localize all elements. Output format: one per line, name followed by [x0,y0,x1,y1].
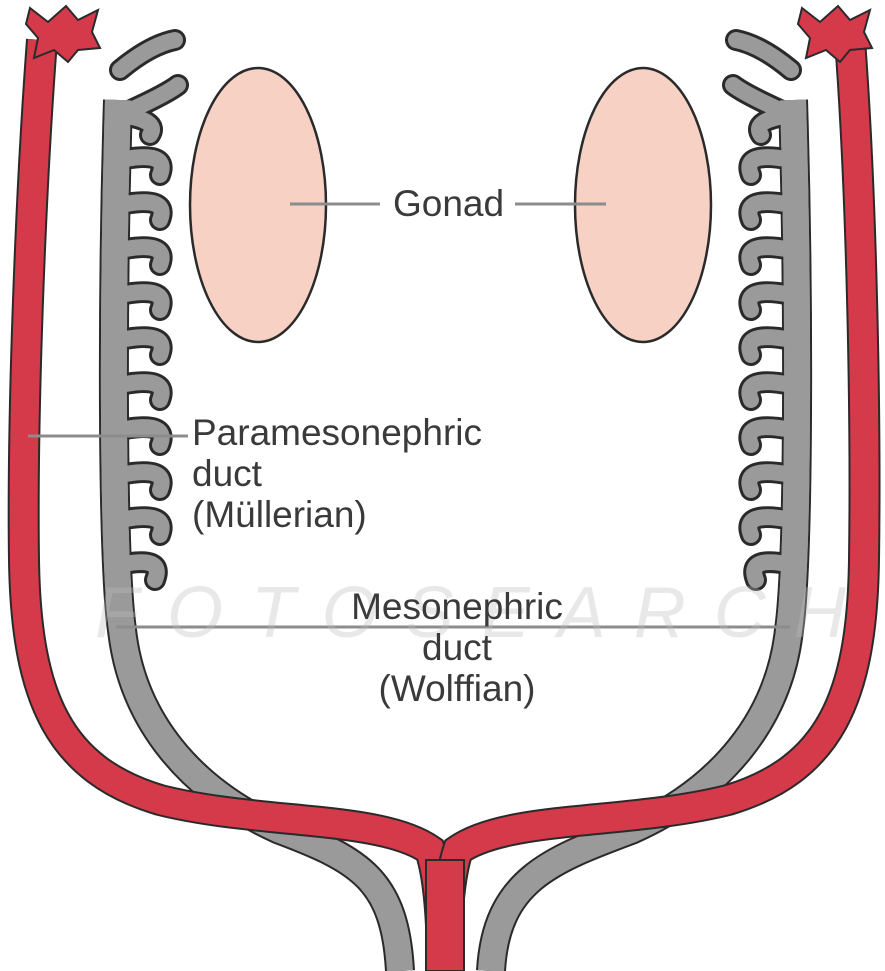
mesonephric-tubules-left [114,40,178,630]
gonad-label-text: Gonad [393,183,504,224]
mesonephric-label-line-1: Mesonephric [343,586,571,627]
mesonephric-label: Mesonephric duct (Wolffian) [343,586,571,709]
mesonephric-label-line-3: (Wolffian) [343,668,571,709]
paramesonephric-label-line-2: duct [192,453,482,494]
mesonephric-label-line-2: duct [343,627,571,668]
paramesonephric-label-line-3: (Müllerian) [192,494,482,535]
paramesonephric-label-line-1: Paramesonephric [192,412,482,453]
mesonephric-tubules-right [733,40,797,630]
fused-duct-base [426,860,464,971]
gonad-label: Gonad [393,183,504,224]
paramesonephric-label: Paramesonephric duct (Müllerian) [192,412,482,535]
fimbria-left [26,6,100,62]
